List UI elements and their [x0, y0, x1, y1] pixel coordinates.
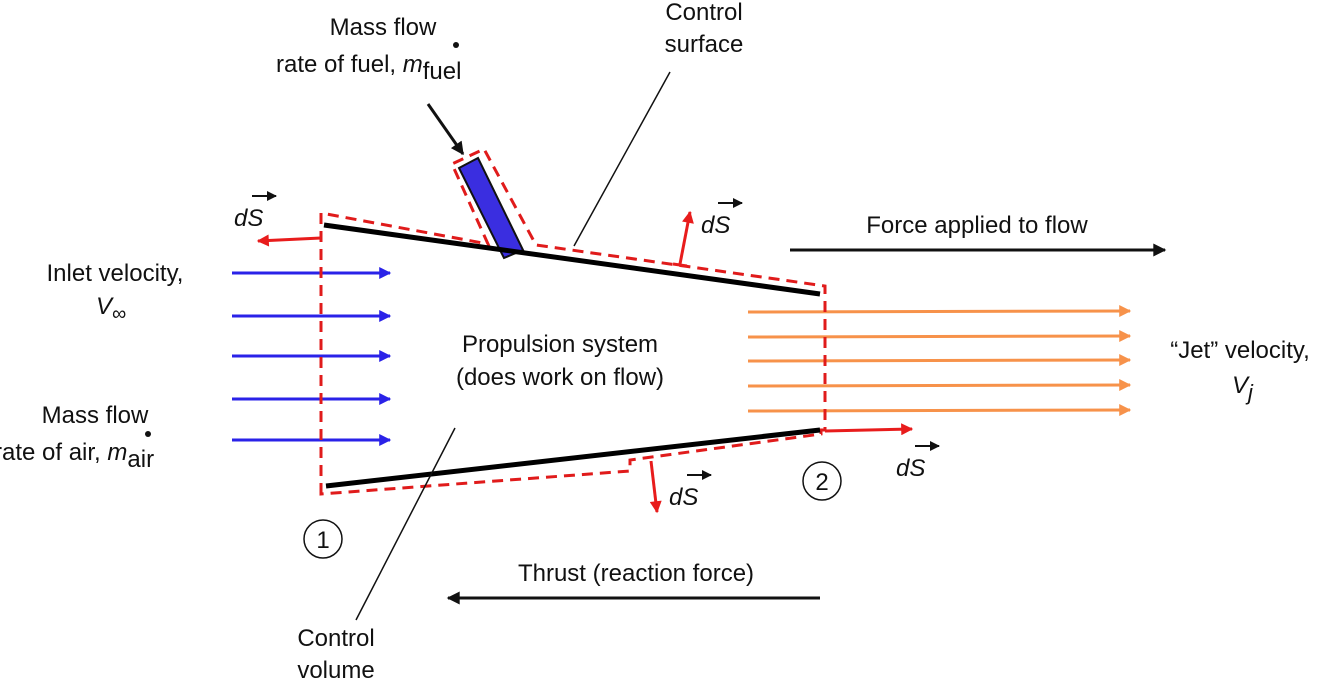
ds-vector-exit: [824, 423, 914, 436]
inlet-velocity-arrows: [232, 267, 392, 446]
ds-label-text: dS: [701, 212, 730, 239]
ds-label-lower-wall: dS: [669, 470, 712, 511]
ds-label-text: dS: [669, 484, 698, 511]
lower-wall: [325, 427, 821, 489]
fuel-injector: [457, 156, 525, 260]
ds-vector-tick-upper: [672, 262, 688, 268]
station-1-marker: [303, 519, 343, 559]
propulsion-system-label-line1: Propulsion system: [462, 331, 658, 358]
jet-velocity-subscript: j: [1245, 380, 1254, 405]
jet-velocity-arrows: [747, 305, 1132, 417]
air-label-line1: Mass flow: [42, 402, 149, 429]
ds-label-inlet: dS: [234, 191, 277, 232]
fuel-label-prefix: rate of fuel,: [276, 51, 403, 78]
jet-arrow: [747, 305, 1132, 318]
air-mdot-dot: [145, 431, 151, 437]
ds-label-text: dS: [234, 205, 263, 232]
control-volume-label-line1: Control: [297, 625, 374, 652]
fuel-flow-arrow: [426, 103, 465, 156]
jet-velocity-label-line2: Vj: [1232, 372, 1254, 405]
control-surface-label-line2: surface: [665, 31, 744, 58]
fuel-mdot-subscript: fuel: [423, 58, 462, 85]
jet-arrow: [747, 354, 1132, 367]
control-surface-leader: [573, 71, 671, 247]
inlet-velocity-label-line2: V∞: [96, 293, 126, 325]
jet-arrow: [747, 404, 1132, 417]
jet-velocity-label-line1: “Jet” velocity,: [1170, 337, 1310, 364]
control-surface-label-line1: Control: [665, 0, 742, 26]
air-mdot-symbol: m: [107, 439, 127, 466]
air-label-prefix: rate of air,: [0, 439, 107, 466]
fuel-label-line1: Mass flow: [330, 14, 437, 41]
jet-arrow: [747, 379, 1132, 392]
thrust-label: Thrust (reaction force): [518, 560, 754, 587]
control-volume-leader: [355, 427, 456, 621]
fuel-mdot-symbol: m: [403, 51, 423, 78]
ds-vector-lower-wall: [649, 460, 662, 514]
inlet-velocity-subscript: ∞: [112, 303, 126, 325]
control-volume-label-line2: volume: [297, 657, 374, 682]
ds-label-text: dS: [896, 455, 925, 482]
ds-vector-inlet: [256, 234, 322, 247]
station-2-marker: [802, 461, 842, 501]
ds-vector-upper-wall: [678, 210, 694, 265]
force-applied-label: Force applied to flow: [866, 212, 1088, 239]
jet-velocity-symbol: V: [1232, 372, 1250, 399]
inlet-velocity-symbol: V: [96, 293, 114, 320]
air-label-line2: rate of air, mair: [0, 439, 154, 473]
jet-arrow: [747, 330, 1132, 343]
fuel-mdot-dot: [453, 42, 459, 48]
propulsion-system-label-line2: (does work on flow): [456, 364, 664, 391]
control-surface-boundary: [319, 147, 827, 496]
upper-wall: [323, 222, 821, 297]
station-1-label: 1: [316, 527, 329, 554]
fuel-label-line2: rate of fuel, mfuel: [276, 51, 461, 85]
air-mdot-subscript: air: [127, 446, 154, 473]
ds-label-exit: dS: [896, 441, 940, 482]
inlet-velocity-label-line1: Inlet velocity,: [47, 260, 184, 287]
station-2-label: 2: [815, 469, 828, 496]
ds-label-upper-wall: dS: [701, 198, 743, 239]
